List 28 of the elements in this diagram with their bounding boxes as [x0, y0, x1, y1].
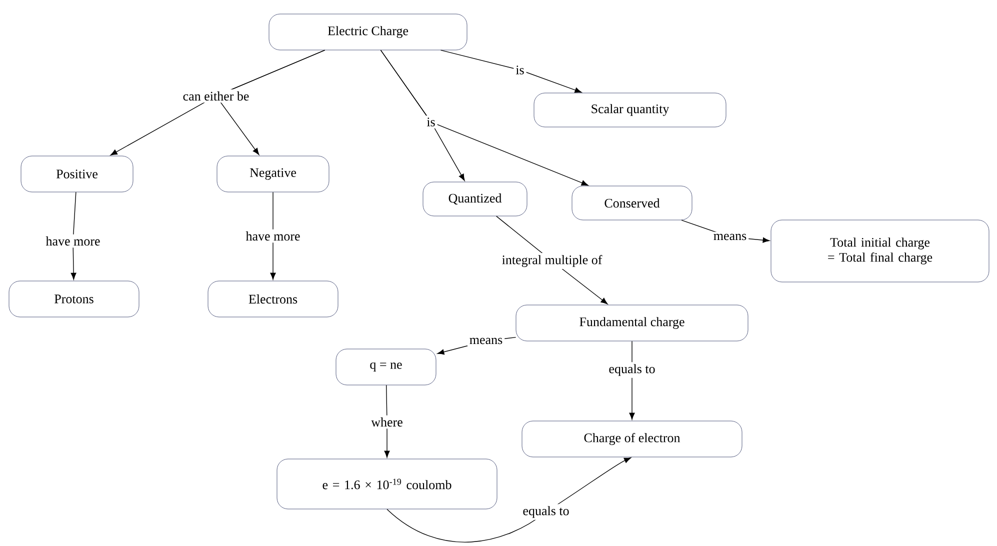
edge-label: have more [44, 234, 102, 248]
concept-box: Conserved [572, 186, 692, 220]
concept-box: Negative [216, 156, 330, 192]
edge-label: integral multiple of [500, 253, 604, 269]
arrow [70, 192, 76, 280]
edge-label: means [467, 336, 505, 346]
concept-box: Electric Charge [268, 14, 468, 50]
concept-box: Quantized [422, 182, 528, 216]
concept-box: e = 1.6 × 10$^{-19}$ coulomb [276, 458, 498, 510]
concept-box: Fundamental charge [516, 304, 748, 342]
arrow [380, 50, 588, 186]
edge-label: is [424, 116, 438, 128]
edge-label: have more [244, 229, 302, 243]
concept-box: q = ne [336, 348, 436, 386]
concept-box: Charge of electron [522, 420, 742, 458]
edge-label: where [369, 415, 405, 429]
concept-box: Total initial charge = Total final charge [770, 220, 990, 282]
concept-box: Electrons [208, 280, 338, 318]
edge-label: equals to [606, 362, 658, 378]
edge-label: equals to [520, 504, 572, 520]
concept-box: Positive [20, 156, 134, 192]
edge-label: can either be [180, 89, 252, 103]
concept-box: Scalar quantity [534, 92, 726, 128]
edge-label: means [711, 232, 749, 242]
concept-box: Protons [8, 280, 140, 318]
arrow [386, 457, 632, 542]
edge-label: is [514, 64, 526, 76]
arrow [440, 50, 582, 93]
